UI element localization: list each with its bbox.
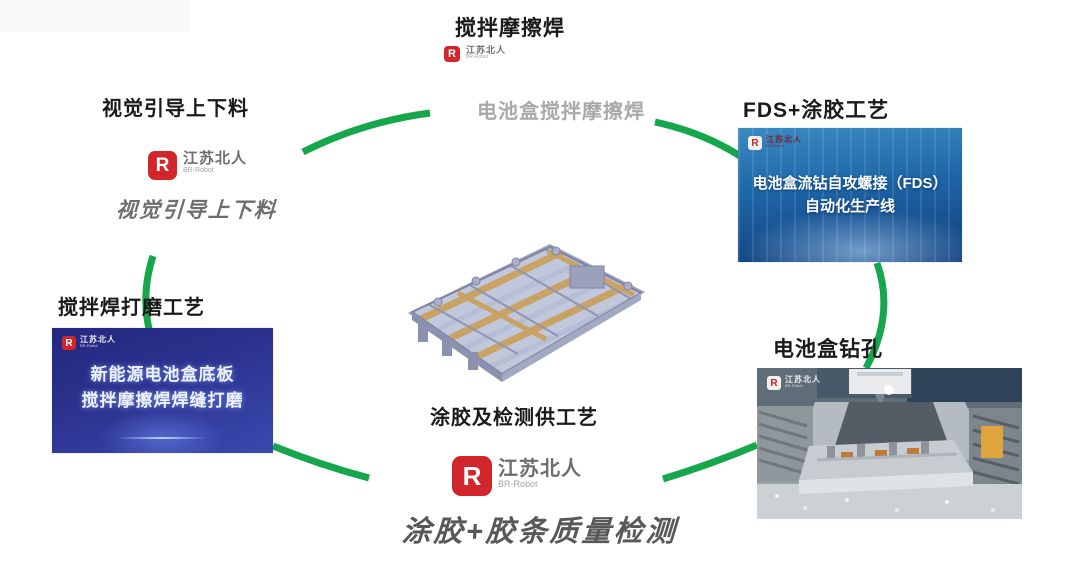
title-weld-grinding: 搅拌焊打磨工艺 [58, 297, 205, 319]
title-glue-inspection: 涂胶及检测供工艺 [430, 407, 598, 429]
brand-logo-glue: R 江苏北人 BR-Robot [452, 456, 582, 496]
grind-card-line1: 新能源电池盒底板 [90, 365, 235, 384]
brand-subname: BR-Robot [80, 343, 98, 348]
brand-name: 江苏北人 [498, 458, 582, 480]
battery-box-3d-model [398, 236, 653, 388]
drilling-machine-photo: R 江苏北人 BR-Robot [757, 368, 1022, 519]
brand-subname: BR-Robot [498, 479, 538, 489]
brand-logo-fsw: R 江苏北人 BR-Robot [444, 45, 507, 62]
brand-logo-vision: R 江苏北人 BR-Robot [148, 151, 247, 180]
fds-line-video-card: R 江苏北人 BR-Robot 电池盒流钻自攻螺接（FDS） 自动化生产线 [738, 128, 962, 262]
fds-card-line1: 电池盒流钻自攻螺接（FDS） [752, 175, 948, 192]
battery-tray-graphic [408, 244, 645, 382]
weld-grinding-video-card: R 江苏北人 BR-Robot 新能源电池盒底板 搅拌摩擦焊焊缝打磨 [52, 328, 273, 453]
title-fds-gluing: FDS+涂胶工艺 [743, 99, 890, 122]
fds-card-line2: 自动化生产线 [804, 198, 895, 216]
brand-logo-icon: R [767, 376, 781, 390]
arc-vision-to-fsw [301, 109, 431, 156]
caption-fsw: 电池盒搅拌摩擦焊 [477, 101, 645, 123]
title-vision-loading: 视觉引导上下料 [102, 98, 249, 120]
brand-name: 江苏北人 [466, 45, 507, 55]
brand-logo-chip: R 江苏北人 BR-Robot [748, 136, 802, 150]
arc-fsw-to-fds [654, 118, 742, 159]
brand-subname: BR-Robot [785, 383, 803, 388]
top-left-gray-strip [0, 0, 190, 32]
brand-subname: BR-Robot [766, 143, 784, 148]
title-friction-stir-welding: 搅拌摩擦焊 [455, 17, 565, 40]
arc-drill-to-glue [661, 441, 759, 483]
brand-logo-icon: R [452, 456, 492, 496]
brand-logo-icon: R [148, 151, 177, 180]
brand-name: 江苏北人 [785, 375, 821, 384]
caption-glue-inspection: 涂胶+胶条质量检测 [401, 516, 679, 548]
arc-grind-to-glue [271, 442, 370, 482]
brand-logo-icon: R [444, 46, 460, 62]
drilling-photo-graphic [757, 368, 1022, 519]
lens-flare-decoration [118, 437, 207, 439]
brand-name: 江苏北人 [766, 135, 802, 144]
brand-subname: BR-Robot [466, 54, 488, 61]
brand-logo-chip: R 江苏北人 BR-Robot [62, 336, 116, 350]
brand-logo-icon: R [748, 136, 762, 150]
caption-vision-loading: 视觉引导上下料 [115, 199, 278, 222]
title-drilling: 电池盒钻孔 [773, 338, 883, 361]
brand-logo-icon: R [62, 336, 76, 350]
brand-name: 江苏北人 [183, 150, 248, 167]
grind-card-line2: 搅拌摩擦焊焊缝打磨 [81, 390, 244, 410]
brand-subname: BR-Robot [183, 166, 214, 174]
brand-name: 江苏北人 [80, 335, 116, 344]
brand-logo-chip: R 江苏北人 BR-Robot [767, 376, 821, 390]
